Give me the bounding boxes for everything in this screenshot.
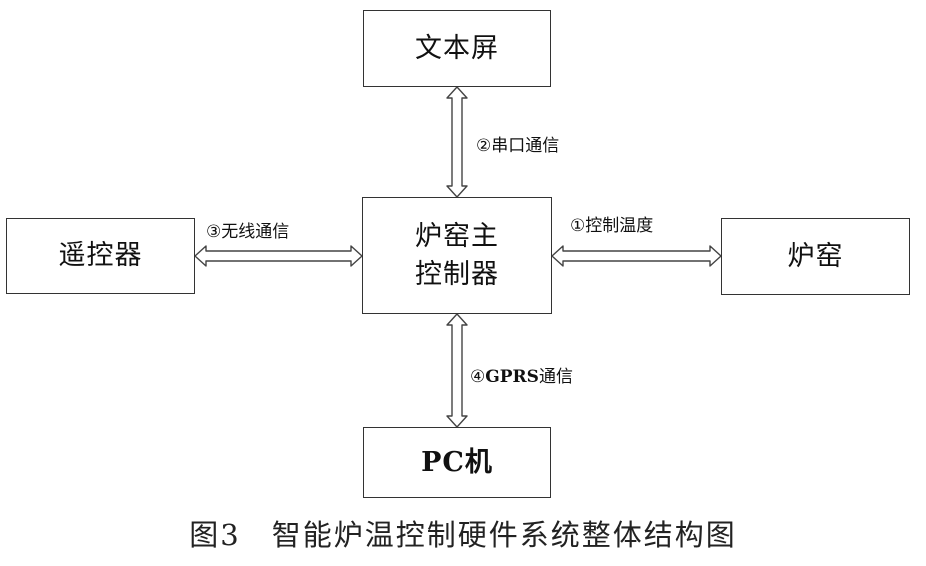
figure-caption: 图3 智能炉温控制硬件系统整体结构图 [189,518,737,552]
text-screen-label: 文本屏 [415,32,499,64]
serial-edge-label: ②串口通信 [476,136,560,156]
gprs-label-number: ④ [470,367,486,387]
serial-double-arrow [446,86,468,198]
gprs-label-suffix: 通信 [538,367,573,387]
temperature-double-arrow [551,245,722,267]
controller-label-line1: 炉窑主 [415,220,499,252]
remote-control-label: 遥控器 [58,240,143,271]
remote-control-node: 遥控器 [6,218,195,294]
kiln-label: 炉窑 [787,240,844,272]
kiln-controller-node: 炉窑主 控制器 [362,197,552,314]
wireless-double-arrow [194,245,363,267]
gprs-double-arrow [446,313,468,428]
wireless-edge-label: ③无线通信 [206,222,290,242]
pc-node: PC机 [363,427,551,498]
gprs-label-protocol: GPRS [485,367,539,387]
temperature-edge-label: ①控制温度 [570,216,654,236]
pc-label: PC机 [421,446,493,478]
controller-label-line2: 控制器 [415,258,499,290]
text-screen-node: 文本屏 [363,10,551,87]
kiln-node: 炉窑 [721,218,910,295]
gprs-edge-label: ④GPRS通信 [470,362,573,387]
